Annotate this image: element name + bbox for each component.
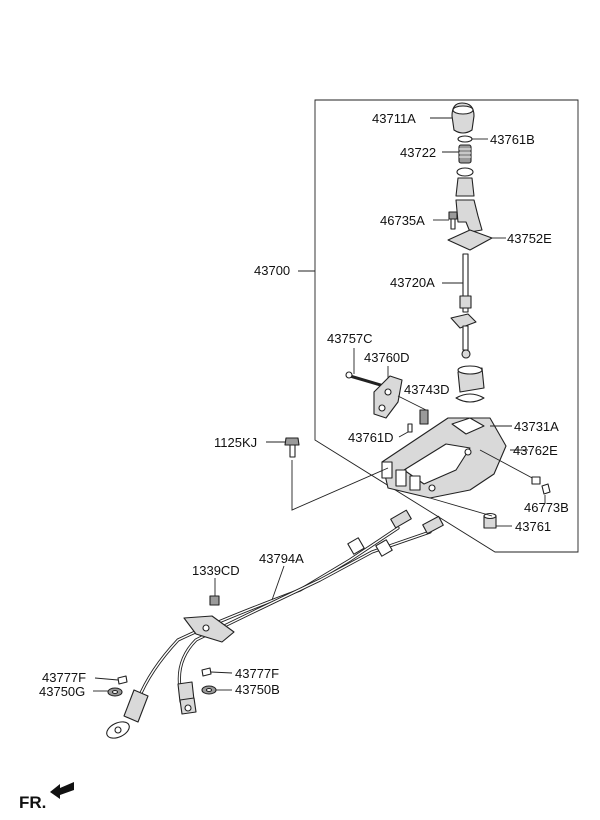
- label-43761: 43761: [515, 519, 551, 534]
- base-housing-43731A: [381, 417, 507, 499]
- cable-end-left: [106, 689, 149, 739]
- washer-43750G: [107, 687, 123, 697]
- nut-43762E: [531, 476, 541, 485]
- clip-43743D: [419, 409, 429, 425]
- lever-rod-43720A: [450, 253, 477, 359]
- label-1125KJ: 1125KJ: [214, 435, 257, 450]
- clip-1339CD: [209, 595, 220, 606]
- clip-43777F-right: [201, 667, 212, 677]
- label-43762E: 43762E: [513, 443, 558, 458]
- label-43700: 43700: [254, 263, 290, 278]
- clip-43777F-left: [117, 675, 128, 685]
- grommet-43761: [483, 512, 497, 529]
- label-46735A: 46735A: [380, 213, 425, 228]
- lever-bushing: [455, 365, 485, 403]
- pin-43761D: [407, 423, 413, 433]
- label-43720A: 43720A: [390, 275, 435, 290]
- label-43777F-right: 43777F: [235, 666, 279, 681]
- label-43731A: 43731A: [514, 419, 559, 434]
- label-46773B: 46773B: [524, 500, 569, 515]
- shift-cables-43794A: [136, 509, 444, 702]
- label-43794A: 43794A: [259, 551, 304, 566]
- plate-43752E: [447, 229, 493, 251]
- label-43722: 43722: [400, 145, 436, 160]
- label-43752E: 43752E: [507, 231, 552, 246]
- label-43761D: 43761D: [348, 430, 394, 445]
- assembly-boundary: [314, 99, 579, 553]
- clip-46773B: [541, 483, 551, 495]
- label-43750G: 43750G: [39, 684, 85, 699]
- pin-43757C: [345, 371, 385, 388]
- spring-43722: [458, 144, 472, 164]
- front-direction-label: FR.: [19, 793, 46, 812]
- label-43711A: 43711A: [372, 111, 416, 126]
- bolt-1125KJ: [284, 437, 300, 458]
- bolt-46735A: [448, 211, 458, 230]
- washer-43750B: [201, 685, 217, 695]
- bracket-43760D: [373, 375, 403, 419]
- label-43760D: 43760D: [364, 350, 410, 365]
- cable-end-right: [177, 681, 197, 715]
- label-43761B: 43761B: [490, 132, 535, 147]
- lever-sleeve: [455, 167, 483, 233]
- label-43777F-left: 43777F: [42, 670, 86, 685]
- label-1339CD: 1339CD: [192, 563, 240, 578]
- ring-43761B: [457, 135, 473, 143]
- label-43743D: 43743D: [404, 382, 450, 397]
- label-43757C: 43757C: [327, 331, 373, 346]
- front-arrow-icon: [50, 782, 74, 799]
- knob-43711A: [451, 102, 475, 134]
- label-43750B: 43750B: [235, 682, 280, 697]
